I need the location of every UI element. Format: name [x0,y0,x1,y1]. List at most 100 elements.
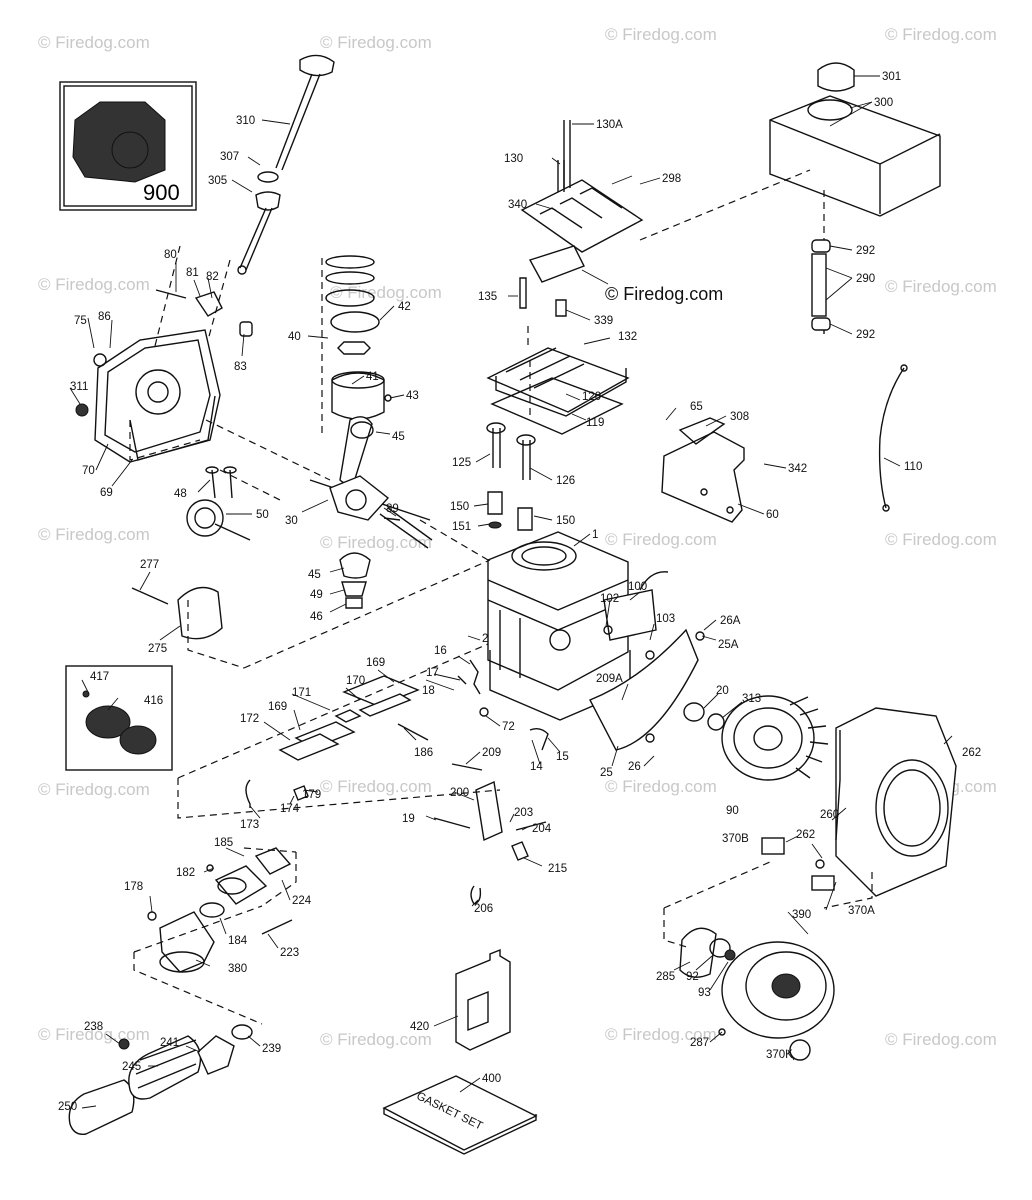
callout-label: 93 [698,987,711,999]
fuel-tank [769,62,941,334]
callout-label: 298 [662,173,681,185]
watermark: © Firedog.com [320,1030,432,1049]
callout-label: 89 [386,503,399,515]
callout-label: 400 [482,1073,501,1085]
callout-label: 186 [414,747,433,759]
watermark: © Firedog.com [885,1030,997,1049]
leader-lines [69,75,953,1109]
camshaft-group [186,466,251,541]
callout-label: 310 [236,115,255,127]
callout-label: 80 [164,249,177,261]
callout-label: 380 [228,963,247,975]
callout-label: 26 [628,761,641,773]
watermark: © Firedog.com [605,777,717,796]
callout-label: 178 [124,881,143,893]
callout-label: 103 [656,613,675,625]
callout-label: 339 [594,315,613,327]
callout-label: 206 [474,903,493,915]
callout-label: 170 [346,675,365,687]
callout-label: 1 [592,529,598,541]
callout-label: 48 [174,488,187,500]
inset-label: 900 [143,180,180,205]
callout-label: 340 [508,199,527,211]
watermark: © Firedog.com [320,533,432,552]
valve-group [486,422,536,531]
callout-label: 41 [366,371,379,383]
callout-label: 14 [530,761,543,773]
carburetor [147,847,293,973]
callout-label: 239 [262,1043,281,1055]
callout-label: 185 [214,837,233,849]
cylinder-block [487,531,631,721]
callout-label: 25 [600,767,613,779]
callout-label: 250 [58,1101,77,1113]
callout-label: 203 [514,807,533,819]
callout-label: 285 [656,971,675,983]
callout-label: 292 [856,329,875,341]
watermark: © Firedog.com [38,33,150,52]
air-baffle [589,628,705,751]
callout-label: 416 [144,695,163,707]
inset-engine-assembly: 900 [59,81,197,211]
callout-label: 90 [726,805,739,817]
callout-label: 342 [788,463,807,475]
callout-label: 17 [426,667,439,679]
callout-label: 292 [856,245,875,257]
ignition-armature [603,571,669,660]
callout-label: 15 [556,751,569,763]
callout-label: 184 [228,935,248,947]
callout-label: 420 [410,1021,429,1033]
callout-label: 125 [452,457,471,469]
callout-label: 130 [504,153,523,165]
piston-group [321,255,392,438]
callout-label: 171 [292,687,311,699]
callout-label: 370K [766,1049,793,1061]
callout-label: 69 [100,487,113,499]
callout-label: 179 [302,789,321,801]
callout-label: 370B [722,833,749,845]
watermark: © Firedog.com [885,277,997,296]
callout-label: 150 [450,501,469,513]
callout-label: 390 [792,909,811,921]
callout-label: 260 [820,809,839,821]
callout-label: 305 [208,175,227,187]
crankshaft-group [309,416,433,609]
callout-label: 204 [532,823,552,835]
callout-label: 173 [240,819,259,831]
callout-label: 172 [240,713,259,725]
callout-label: 50 [256,509,269,521]
alignment-lines [129,169,873,1025]
callout-label: 313 [742,693,761,705]
inset-screen [65,665,173,771]
callout-label: 70 [82,465,95,477]
callout-label: 45 [308,569,321,581]
callout-label: 169 [366,657,385,669]
callout-label: 126 [556,475,575,487]
callout-label: 300 [874,97,893,109]
callout-label: 275 [148,643,167,655]
callout-label: 287 [690,1037,709,1049]
callout-label: 46 [310,611,323,623]
callout-label: 262 [796,829,815,841]
callout-label: 81 [186,267,199,279]
callout-label: 417 [90,671,109,683]
crankcase-cover [75,289,253,463]
callout-label: 100 [628,581,647,593]
callout-label: 86 [98,311,111,323]
callout-label: 18 [422,685,435,697]
callout-label: 209 [482,747,501,759]
callout-label: 19 [402,813,415,825]
callout-label: 72 [502,721,515,733]
callout-label: 49 [310,589,323,601]
callout-label: 82 [206,271,219,283]
callout-label: 120 [582,391,601,403]
callout-label: 308 [730,411,749,423]
gasket-set-box: GASKET SET [382,1075,538,1155]
watermark: © Firedog.com [38,525,150,544]
callout-labels: 1 2 14 15 16 17 18 19 20 25 25A 26 26A 3… [58,71,981,1113]
callout-label: 262 [962,747,981,759]
carburetor-linkage-group [245,659,549,905]
watermark: © Firedog.com [885,530,997,549]
callout-label: 92 [686,971,699,983]
